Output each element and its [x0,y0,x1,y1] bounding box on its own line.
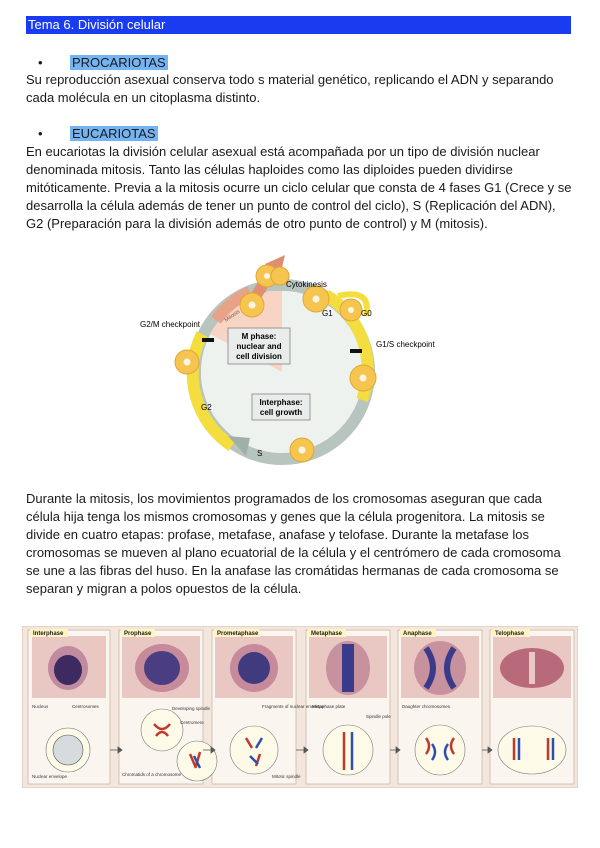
eucariotas-heading-text: EUCARIOTAS [70,126,158,141]
label-nuclear-envelope: Nuclear envelope [32,774,68,779]
label-nucleus: Nucleus [32,704,49,709]
page-title: Tema 6. División celular [26,16,571,34]
g1s-checkpoint-bar [350,349,362,353]
label-daughter-chromosomes: Daughter chromosomes [402,704,451,709]
m-phase-line2: nuclear and [237,342,282,351]
s-arrow-head [228,436,250,456]
procariotas-heading: • PROCARIOTAS [38,55,168,71]
g1-label: G1 [322,309,333,318]
bullet-icon: • [38,126,43,141]
g2m-checkpoint-bar [202,338,214,342]
micrograph-cells [48,641,564,695]
label-metaphase-plate: Metaphase plate [312,704,346,709]
interphase-line1: Interphase: [259,398,302,407]
procariotas-paragraph: Su reproducción asexual conserva todo s … [26,72,554,105]
panel-title-prophase: Prophase [124,631,152,637]
g2-arc [186,331,236,452]
label-centromere: Centromere [180,720,204,725]
label-chromatids: Chromatids of a chromosome [122,772,182,777]
procariotas-heading-text: PROCARIOTAS [70,55,168,70]
g0-label: G0 [361,309,372,318]
label-spindle-pole: Spindle pole [366,714,391,719]
g1s-checkpoint-label: G1/S checkpoint [376,340,435,349]
g2m-checkpoint-label: G2/M checkpoint [140,320,201,329]
panel-title-metaphase: Metaphase [311,631,343,637]
cytokinesis-label: Cytokinesis [286,280,327,289]
eucariotas-heading: • EUCARIOTAS [38,126,158,142]
chromosome-marks [153,723,555,770]
cell-cycle-diagram: M phase: nuclear and cell division Inter… [140,255,435,465]
cell-icons [174,264,377,463]
m-phase-box [227,327,291,365]
mitosis-arc [211,286,253,324]
label-fragments: Fragments of nuclear envelope [262,704,325,709]
panel-title-telophase: Telophase [495,631,525,637]
label-centrosomes: Centrosomes [72,704,100,709]
panel-arrows [110,746,493,754]
m-phase-line3: cell division [236,352,282,361]
g0-arrow [337,291,370,317]
mitosis-phases-figure: Interphase Prophase Prometaphase Metapha… [22,626,578,788]
m-phase-line1: M phase: [242,332,277,341]
bullet-icon: • [38,55,43,70]
panel-title-anaphase: Anaphase [403,631,432,637]
eucariotas-paragraph: En eucariotas la división celular asexua… [26,144,572,231]
interphase-line2: cell growth [260,408,302,417]
mitosis-paragraph: Durante la mitosis, los movimientos prog… [26,491,561,596]
s-label: S [257,449,262,458]
g2-label: G2 [201,403,212,412]
label-mitotic-spindle: Mitotic spindle [272,774,301,779]
label-developing-spindle: Developing spindle [172,706,211,711]
panel-title-prometaphase: Prometaphase [217,631,259,637]
panel-title-interphase: Interphase [33,631,64,637]
interphase-box [251,393,311,421]
